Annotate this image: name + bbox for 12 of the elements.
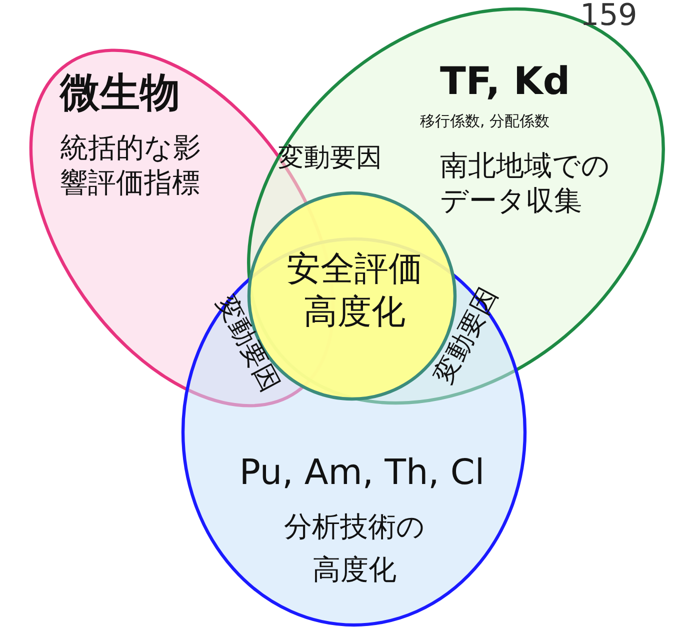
heading-text: Pu, Am, Th, Cl: [238, 452, 486, 495]
body-text: 移行係数, 分配係数: [420, 112, 551, 131]
region-label: 変動要因: [278, 142, 382, 175]
page-number: 159: [580, 0, 638, 33]
region-label: 変動要因: [428, 282, 506, 390]
body-text: 分析技術の高度化: [283, 509, 426, 588]
body-text: 統括的な影響評価指標: [60, 130, 202, 200]
heading-text: TF, Kd: [440, 58, 572, 105]
region-label: 変動要因: [208, 290, 286, 398]
heading-text: 微生物: [60, 69, 181, 118]
body-text: 南北地域でのデータ収集: [440, 148, 611, 218]
body-text: 安全評価高度化: [286, 248, 424, 333]
